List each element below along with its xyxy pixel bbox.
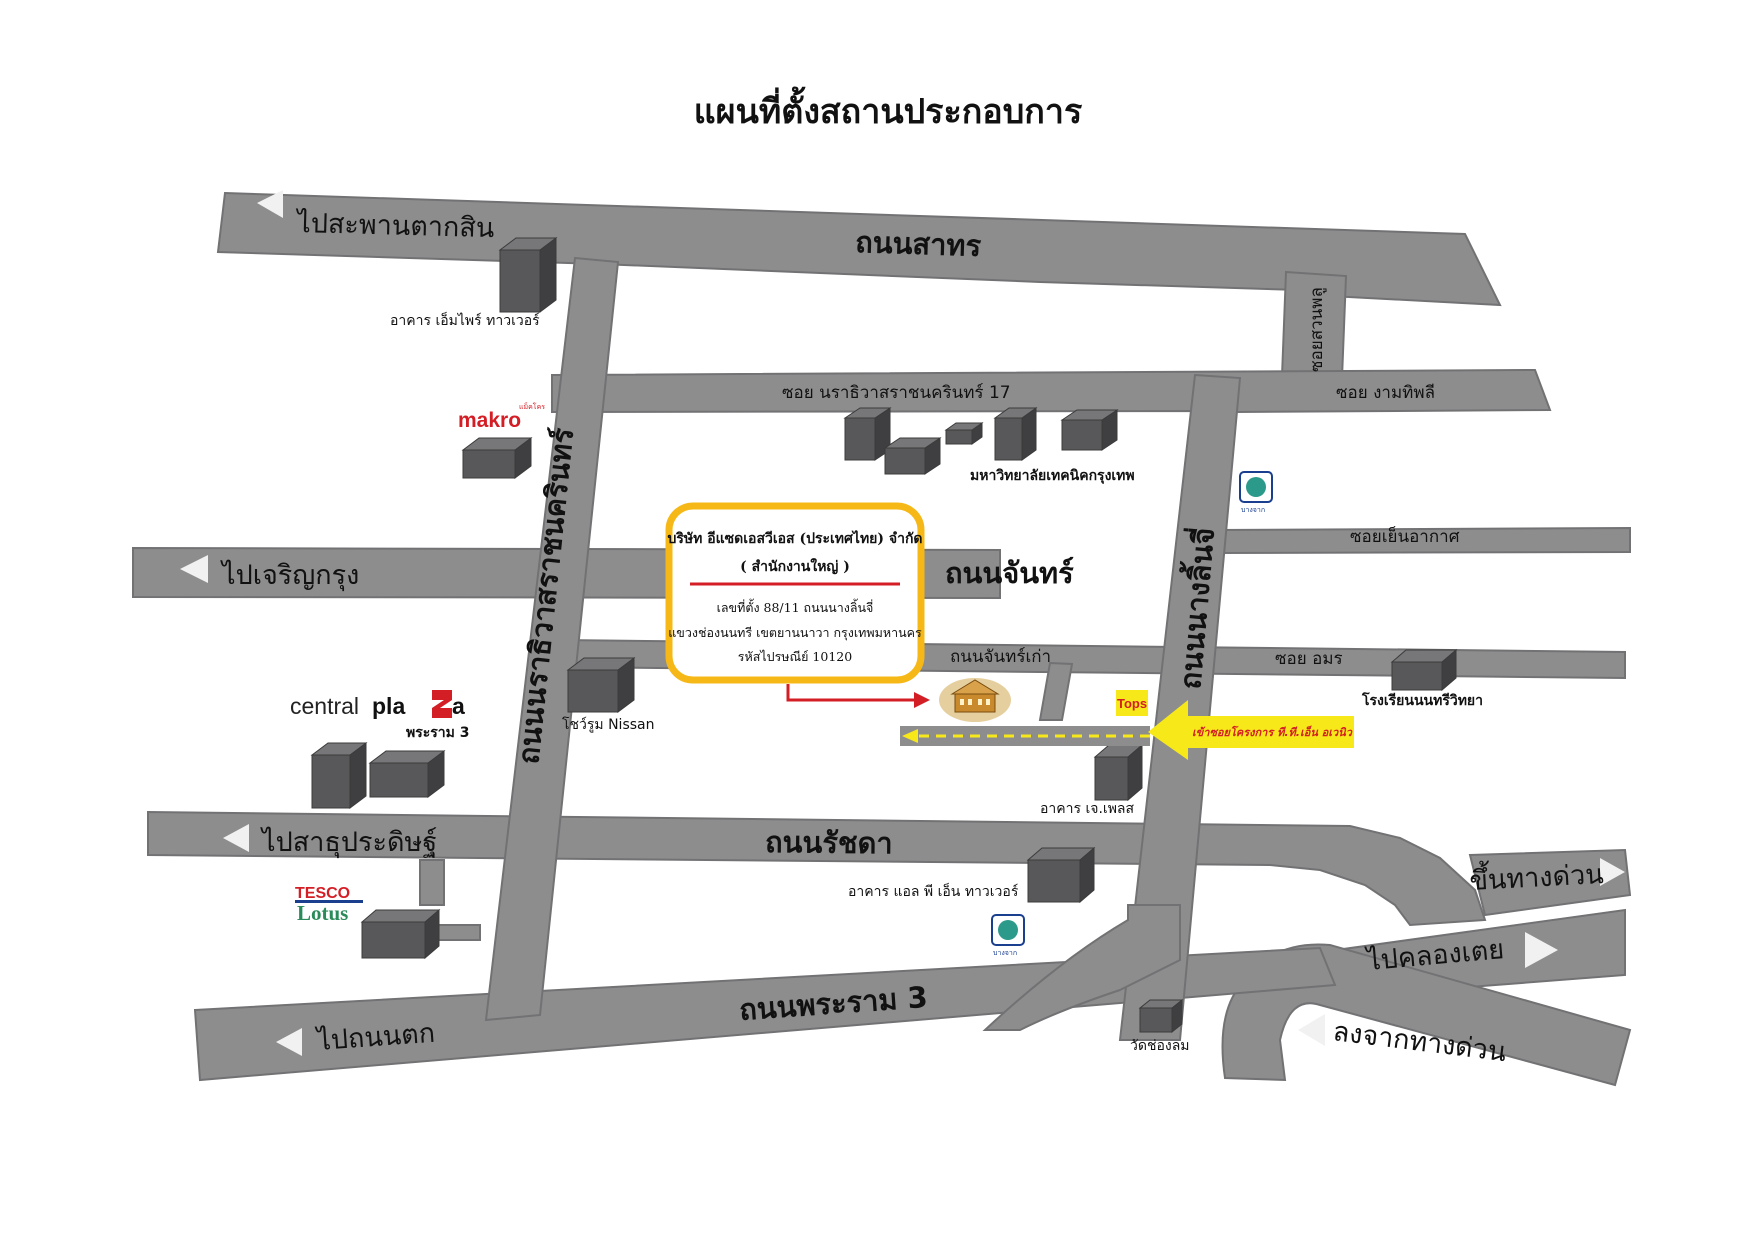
- landmark-label-wat-chong-lom: วัดช่องลม: [1130, 1038, 1190, 1054]
- entry-label: เข้าซอยโครงการ ที.ที.เอ็น อเวนิว: [1192, 725, 1353, 739]
- arrow-left-icon: [1298, 1014, 1325, 1046]
- company-info-box-frame: [665, 502, 925, 684]
- makro-logo: makro: [458, 409, 521, 432]
- office-building-icon: [950, 679, 1000, 713]
- direction-label-charoen-krung: ไปเจริญกรุง: [220, 560, 359, 592]
- tops-logo-bg: [1116, 690, 1148, 716]
- company-postcode: รหัสไปรษณีย์ 10120: [738, 649, 852, 664]
- arrow-left-icon: [223, 824, 249, 852]
- entry-label-bg: [1186, 716, 1354, 748]
- tops-logo: Tops: [1116, 690, 1148, 716]
- road-narathiwat: [484, 256, 620, 1022]
- location-pointer-line: [786, 684, 918, 702]
- company-address-line1: เลขที่ตั้ง 88/11 ถนนนางลิ้นจี่: [717, 598, 874, 615]
- building-nissan-showroom: [566, 657, 636, 713]
- arrow-right-icon: [1600, 858, 1625, 886]
- bangchak-station-2: บางจาก: [991, 914, 1025, 957]
- building-lpn-tower: [1026, 846, 1096, 904]
- page-title: แผนที่ตั้งสถานประกอบการ: [694, 86, 1083, 132]
- landmark-label-nissan: โชว์รูม Nissan: [562, 716, 654, 733]
- landmark-label-lpn-tower: อาคาร แอล พี เอ็น ทาวเวอร์: [848, 882, 1019, 900]
- road-tesco-connector: [419, 859, 445, 906]
- tesco-logo-text: TESCO: [295, 885, 350, 902]
- road-expressway-up: [1468, 848, 1632, 917]
- location-pointer-arrowhead: [914, 692, 930, 708]
- road-label-sathorn: ถนนสาทร: [855, 225, 982, 263]
- building-j-place: [1093, 743, 1144, 802]
- company-location: [786, 678, 1011, 722]
- landmark-label-j-place: อาคาร เจ.เพลส: [1040, 801, 1134, 817]
- tesco-logo-stripe: [295, 900, 363, 903]
- landmark-label-school: โรงเรียนนนทรีวิทยา: [1361, 691, 1483, 709]
- direction-label-taksin: ไปสะพานตากสิน: [295, 208, 495, 244]
- project-entry-route: เข้าซอยโครงการ ที.ที.เอ็น อเวนิว: [900, 700, 1354, 760]
- landmark-label-tech-university: มหาวิทยาลัยเทคนิคกรุงเทพ: [970, 468, 1135, 484]
- building-central-plaza: [310, 742, 446, 809]
- tesco-lotus-logo: TESCO Lotus: [295, 885, 363, 925]
- arrow-left-icon: [257, 190, 283, 218]
- building-wat-chong-lom: [1138, 998, 1184, 1034]
- building-tech-university: [843, 407, 1119, 475]
- lotus-logo-text: Lotus: [297, 901, 348, 925]
- landmark-label-central-rama3: พระราม 3: [406, 725, 470, 741]
- entry-big-arrow-icon: [1148, 700, 1188, 760]
- road-label-ratchada: ถนนรัชดา: [765, 825, 893, 860]
- building-makro: [461, 437, 533, 479]
- building-empire-tower: [498, 237, 558, 313]
- bangchak-leaf-icon: [998, 920, 1018, 940]
- makro-logo-thai: แม็คโคร: [519, 402, 545, 411]
- direction-label-sathu-pradit: ไปสาธุประดิษฐ์: [260, 826, 437, 859]
- central-plaza-logo-z: [432, 690, 452, 718]
- arrow-right-icon: [1525, 932, 1558, 968]
- road-label-soi-suan-phlu: ซอยสวนพลู: [1307, 287, 1327, 372]
- bangchak-leaf-icon: [1246, 477, 1266, 497]
- buildings: [310, 237, 1458, 1034]
- road-nanglinchi-curve: [982, 904, 1181, 1031]
- company-office-type: ( สำนักงานใหญ่ ): [740, 557, 850, 575]
- central-plaza-logo: central pla a: [290, 690, 465, 719]
- landmark-label-empire-tower: อาคาร เอ็มไพร์ ทาวเวอร์: [390, 311, 540, 329]
- bangchak-label: บางจาก: [993, 949, 1017, 957]
- central-plaza-logo-text: central: [290, 693, 359, 719]
- bangchak-station-1: บางจาก: [1239, 471, 1273, 514]
- direction-arrows: [180, 190, 1625, 1056]
- road-label-soi-ngam-duphli: ซอย งามทิพลี: [1336, 383, 1435, 403]
- company-info-box: บริษัท อีแซดเอสวีเอส (ประเทศไทย) จำกัด (…: [665, 502, 925, 684]
- entry-route-arrowhead: [902, 729, 918, 743]
- building-school: [1390, 648, 1458, 692]
- bangchak-label: บางจาก: [1241, 506, 1265, 514]
- road-label-chan-kao: ถนนจันทร์เก่า: [950, 647, 1051, 667]
- road-label-soi-yen-akat: ซอยเย็นอากาศ: [1350, 525, 1460, 547]
- road-label-soi-amon: ซอย อมร: [1275, 649, 1343, 669]
- arrow-left-icon: [276, 1028, 302, 1056]
- building-tesco-lotus: [360, 908, 441, 960]
- road-label-chan: ถนนจันทร์: [945, 556, 1074, 590]
- central-plaza-logo-text-tail: a: [452, 693, 465, 719]
- company-name: บริษัท อีแซดเอสวีเอส (ประเทศไทย) จำกัด: [667, 529, 922, 547]
- road-small-soi: [1038, 661, 1074, 721]
- arrow-left-icon: [180, 555, 208, 583]
- road-label-soi-narathiwat-17: ซอย นราธิวาสราชนครินทร์ 17: [782, 383, 1011, 403]
- tops-logo-text: Tops: [1117, 696, 1147, 711]
- company-address-line2: แขวงช่องนนทรี เขตยานนาวา กรุงเทพมหานคร: [668, 625, 922, 641]
- central-plaza-logo-text-bold: pla: [372, 693, 405, 719]
